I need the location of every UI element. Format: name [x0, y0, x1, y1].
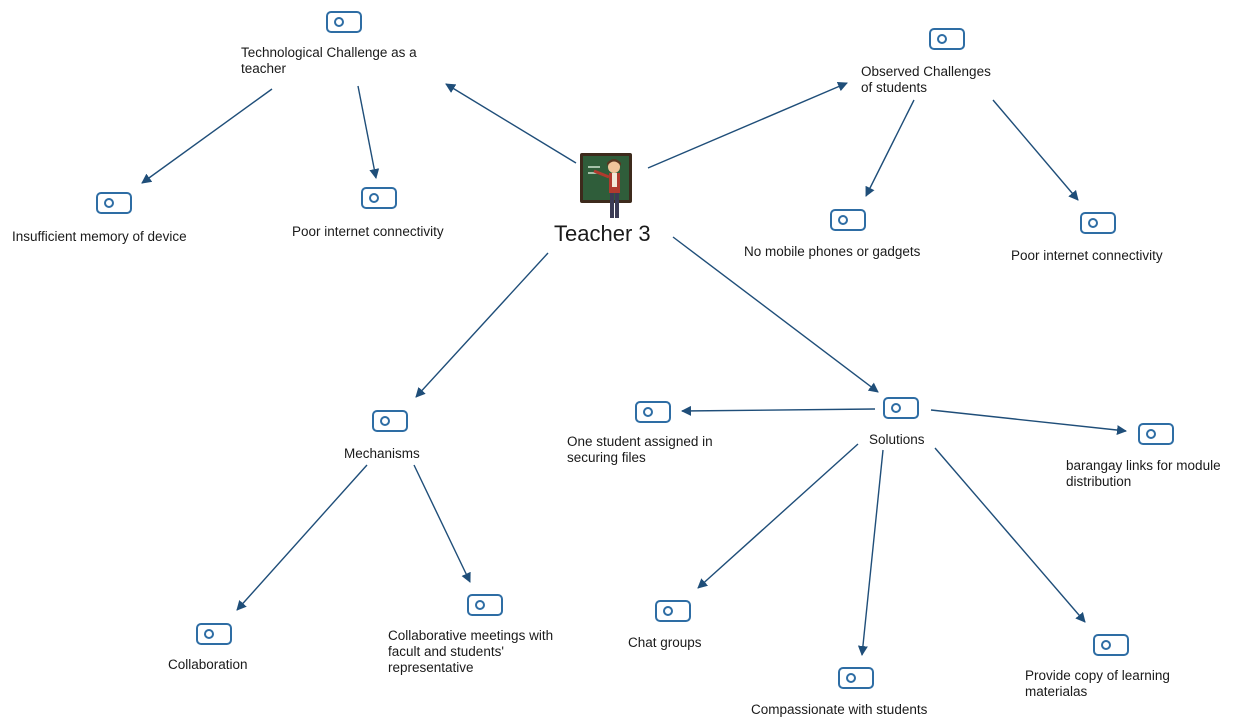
code-icon [96, 192, 132, 214]
node-barangay: barangay links for module distribution [1066, 458, 1221, 489]
edge-solutions-provide [934, 447, 1086, 623]
code-icon [1138, 423, 1174, 445]
edge-teacher-tech [445, 83, 577, 164]
code-icon [830, 209, 866, 231]
code-icon [655, 600, 691, 622]
code-icon [467, 594, 503, 616]
node-nophones: No mobile phones or gadgets [744, 244, 921, 259]
code-icon [1080, 212, 1116, 234]
node-solutions: Solutions [869, 432, 925, 447]
code-icon [1093, 634, 1129, 656]
edge-tech-poor [357, 85, 380, 179]
node-mechanisms: Mechanisms [344, 446, 420, 461]
edge-solutions-onestudent [681, 405, 876, 416]
edge-tech-memory [141, 88, 273, 184]
code-icon [838, 667, 874, 689]
edge-observed-nophones [865, 99, 915, 197]
code-icon [372, 410, 408, 432]
code-icon [929, 28, 965, 50]
node-poor-students: Poor internet connectivity [1011, 248, 1163, 263]
code-icon [326, 11, 362, 33]
node-provide: Provide copy of learning materialas [1025, 668, 1170, 699]
code-icon [883, 397, 919, 419]
edge-solutions-compassion [857, 449, 884, 656]
edges [141, 81, 1127, 656]
node-memory: Insufficient memory of device [12, 229, 187, 244]
edge-solutions-barangay [930, 409, 1127, 436]
node-compassion: Compassionate with students [751, 702, 928, 717]
node-poor-teacher: Poor internet connectivity [292, 224, 444, 239]
code-icon [361, 187, 397, 209]
edge-teacher-mechanisms [415, 252, 549, 398]
node-chat: Chat groups [628, 635, 702, 650]
code-icon [635, 401, 671, 423]
central-label: Teacher 3 [554, 221, 651, 246]
edge-observed-poor [992, 99, 1079, 201]
edge-teacher-observed [647, 81, 848, 169]
edge-teacher-solutions [672, 236, 879, 393]
edge-mechanisms-collab [236, 464, 368, 611]
code-icon [196, 623, 232, 645]
edge-mechanisms-meetings [413, 464, 471, 583]
edge-solutions-chat [697, 443, 859, 589]
teacher-icon [580, 153, 632, 218]
node-tech: Technological Challenge as a teacher [241, 45, 417, 76]
node-onestudent: One student assigned in securing files [567, 434, 713, 465]
node-observed: Observed Challenges of students [861, 64, 991, 95]
node-collaboration: Collaboration [168, 657, 248, 672]
node-meetings: Collaborative meetings with facult and s… [388, 628, 554, 675]
